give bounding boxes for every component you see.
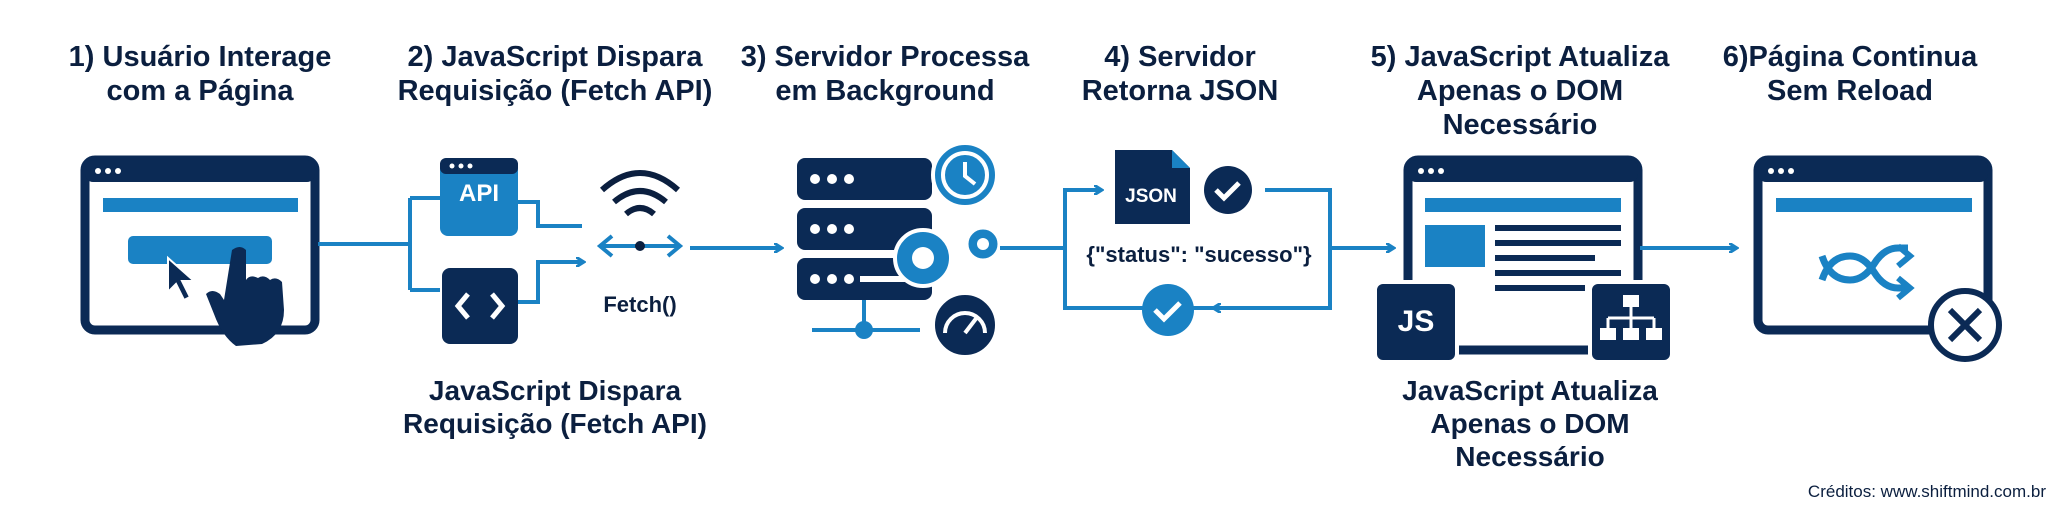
credits-text: Créditos: www.shiftmind.com.br (1807, 482, 2046, 501)
js-label: JS (1397, 305, 1435, 338)
step-4-title-line1: 4) Servidor (1104, 41, 1256, 73)
step-5-title-line1: 5) JavaScript Atualiza (1370, 41, 1670, 73)
step-6-title-line1: 6)Página Continua (1722, 41, 1978, 73)
browser-click-icon (80, 155, 320, 346)
step-1-title: 1) Usuário Interage com a Página (40, 40, 360, 108)
step-4-title: 4) Servidor Retorna JSON (1060, 40, 1300, 108)
browser-layout-icon (1403, 155, 1643, 355)
step-6-title: 6)Página Continua Sem Reload (1715, 40, 1985, 108)
gauge-icon (931, 291, 999, 359)
gear-icon (893, 226, 1001, 288)
step-2-caption-line1: JavaScript Dispara (428, 375, 682, 406)
api-label: API (458, 180, 499, 207)
step-5-title: 5) JavaScript Atualiza Apenas o DOM Nece… (1340, 40, 1700, 142)
json-body-label: {"status": "sucesso"} (1070, 242, 1328, 268)
step-2-title: 2) JavaScript Dispara Requisição (Fetch … (385, 40, 725, 108)
step-5-caption-line1: JavaScript Atualiza (1402, 375, 1658, 406)
wifi-icon (600, 170, 680, 217)
api-icon (440, 158, 518, 236)
step-5-caption-line3: Necessário (1455, 441, 1605, 472)
step-1-title-line2: com a Página (106, 75, 294, 107)
loop-left (1063, 190, 1100, 290)
step-5-title-line2: Apenas o DOM Necessário (1416, 75, 1624, 141)
check-icon (1204, 166, 1252, 214)
sitemap-icon (1588, 280, 1674, 364)
step-2-title-line2: Requisição (Fetch API) (397, 75, 713, 107)
check-icon (1142, 284, 1194, 336)
step-1-title-line1: 1) Usuário Interage (68, 41, 332, 73)
step-2-title-line1: 2) JavaScript Dispara (407, 41, 703, 73)
clock-icon (931, 141, 999, 209)
connector-branch (375, 196, 440, 292)
connector-to-fetch (518, 200, 582, 304)
step-4-title-line2: Retorna JSON (1081, 75, 1279, 107)
fetch-label: Fetch() (603, 292, 677, 317)
step-3-title-line1: 3) Servidor Processa (740, 41, 1030, 73)
step-2-caption: JavaScript Dispara Requisição (Fetch API… (370, 374, 740, 440)
step-6-title-line2: Sem Reload (1767, 75, 1933, 107)
step-5-caption-line2: Apenas o DOM (1430, 408, 1630, 439)
step-3-title-line2: em Background (775, 75, 995, 107)
json-file-icon (1115, 150, 1190, 224)
step-5-caption: JavaScript Atualiza Apenas o DOM Necessá… (1360, 374, 1700, 473)
step-2-caption-line2: Requisição (Fetch API) (403, 408, 707, 439)
step-3-title: 3) Servidor Processa em Background (735, 40, 1035, 108)
x-circle-icon (1928, 288, 2002, 362)
js-icon (1373, 280, 1459, 364)
browser-shuffle-icon (1753, 155, 1993, 335)
code-icon (442, 268, 518, 344)
json-label: JSON (1125, 186, 1177, 207)
